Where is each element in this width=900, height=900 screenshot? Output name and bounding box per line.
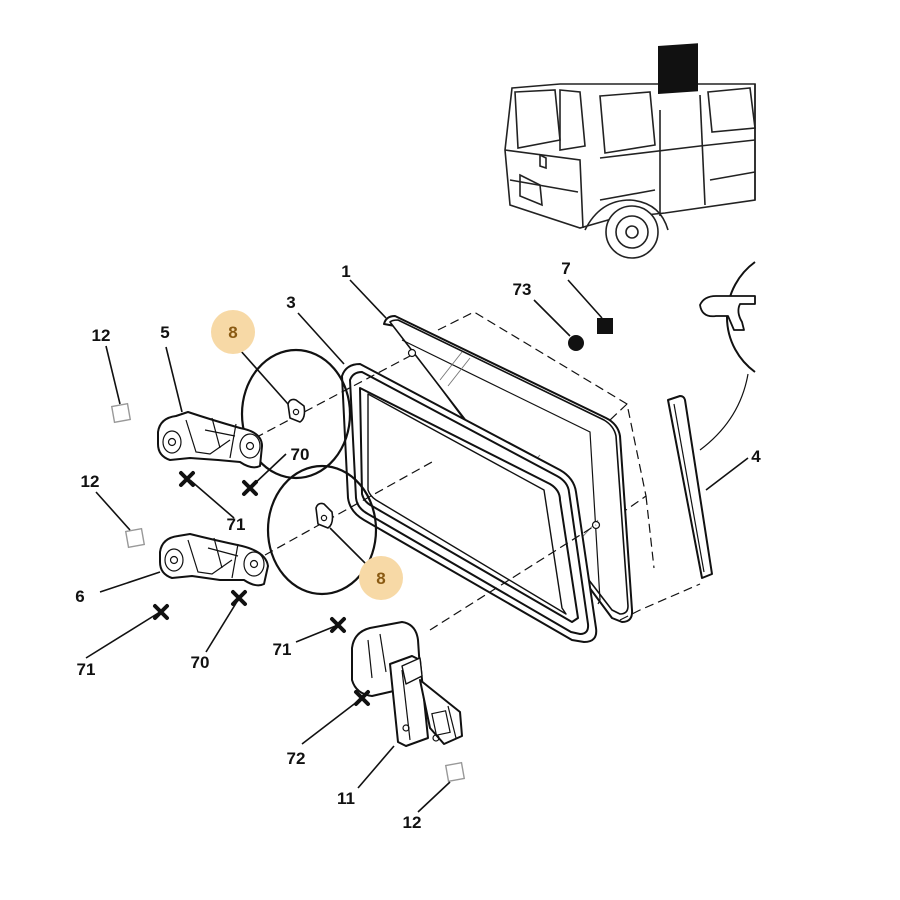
detail-circle-lower [266,464,378,596]
highlight-badge-8-upper [211,310,255,354]
highlight-badge-8-lower [359,556,403,600]
cross-70-middle [231,590,247,606]
callout-8-upper: 8 [228,323,237,342]
callout-73: 73 [513,280,532,299]
window-seal [341,363,598,643]
clip-part-8-upper [287,398,306,423]
callout-71-lower: 71 [273,640,292,659]
hinge-bracket-lower [159,533,269,587]
callout-12-lower: 12 [403,813,422,832]
callout-5: 5 [160,323,169,342]
cross-markers [153,471,370,706]
callout-72: 72 [287,749,306,768]
hollow-square-12-upper [110,402,132,424]
callout-71-upper: 71 [227,515,246,534]
detail-circle-upper [240,348,352,480]
van-illustration [504,83,756,259]
callout-8-lower: 8 [376,569,385,588]
cross-71-upper [179,471,195,487]
callout-12-middle: 12 [81,472,100,491]
hinge-bracket-upper [157,411,263,469]
seal-profile-detail [699,261,756,451]
hollow-square-12-lower [444,761,466,783]
filled-square-7 [597,318,613,334]
cross-71-middle [153,604,169,620]
hollow-square-12-middle [124,527,146,549]
callout-11: 11 [337,789,355,808]
callout-1: 1 [341,262,350,281]
callout-70-upper: 70 [291,445,310,464]
callout-12-upper: 12 [92,326,111,345]
assembly-axis-lines [254,355,597,631]
filled-circle-73 [568,335,584,351]
dashed-glass-outline [437,311,701,621]
callout-70-middle: 70 [191,653,210,672]
clip-part-8-lower [315,502,334,529]
callout-6: 6 [75,587,84,606]
callout-71-middle: 71 [77,660,96,679]
weatherstrip [667,395,713,579]
callout-4: 4 [751,447,761,466]
leader-lines [85,279,749,813]
callout-7: 7 [561,259,570,278]
highlighted-window-on-van [658,43,698,94]
window-latch [351,621,463,747]
callout-3: 3 [286,293,295,312]
